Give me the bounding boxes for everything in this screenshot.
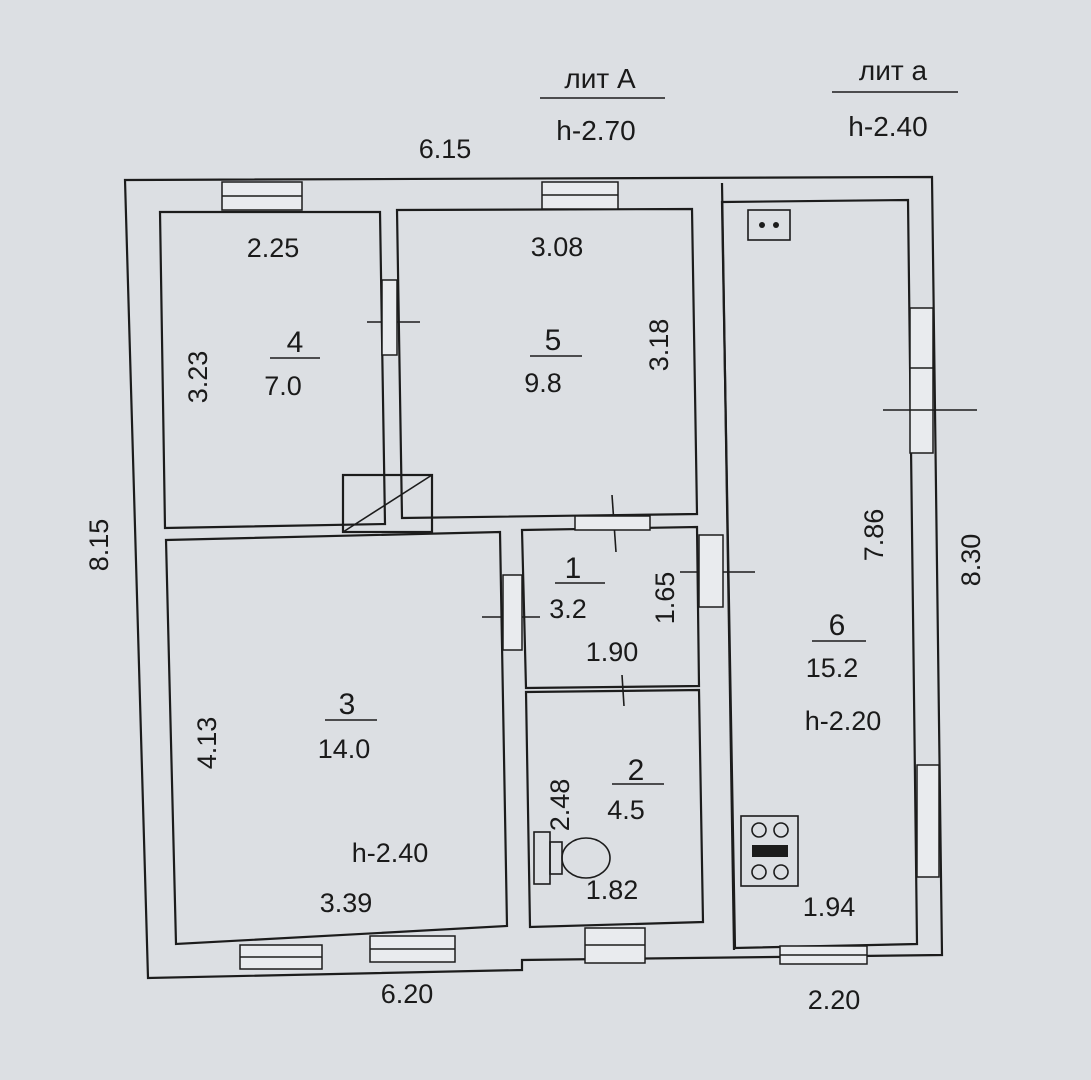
outer-wall <box>123 175 944 980</box>
room-5: 5 9.8 3.08 3.18 <box>524 232 674 398</box>
room-area: 14.0 <box>318 734 371 764</box>
window-room-6-top <box>909 307 934 454</box>
room-width: 3.39 <box>320 888 373 918</box>
chimney-diagonal <box>342 474 433 533</box>
room-6-outline <box>720 198 919 950</box>
room-length: 1.65 <box>650 572 680 625</box>
room-width: 1.90 <box>586 637 639 667</box>
room-2-outline <box>524 688 705 929</box>
left-dimension: 8.15 <box>84 519 114 572</box>
room-area: 15.2 <box>806 653 859 683</box>
room-number: 2 <box>628 754 645 787</box>
room-area: 4.5 <box>607 795 645 825</box>
room-4-outline <box>158 210 387 530</box>
room-number: 6 <box>829 609 846 642</box>
room-number: 3 <box>339 688 356 721</box>
right-dimension: 8.30 <box>956 534 986 587</box>
room-width: 1.82 <box>586 875 639 905</box>
room-width: 2.25 <box>247 233 300 263</box>
room-length: 2.48 <box>545 779 575 832</box>
room-number: 1 <box>565 552 582 585</box>
room-length: 4.13 <box>192 717 222 770</box>
room-width: 1.94 <box>803 892 856 922</box>
room-height: h-2.20 <box>805 706 882 736</box>
toilet-icon <box>533 831 611 885</box>
outer-dimensions: 6.15 8.15 8.30 6.20 2.20 <box>84 134 986 1015</box>
room-length: 3.23 <box>183 351 213 404</box>
windows <box>221 181 940 970</box>
room-width: 3.08 <box>531 232 584 262</box>
lit-a-ext-label: лит а <box>859 55 928 86</box>
room-2: 2 4.5 1.82 2.48 <box>533 754 664 905</box>
bottom-left-dimension: 6.20 <box>381 979 434 1009</box>
lit-a-ext-height: h-2.40 <box>848 111 927 142</box>
lit-a-main-height: h-2.70 <box>556 115 635 146</box>
stove-icon <box>740 815 799 887</box>
doors <box>367 279 977 707</box>
room-area: 3.2 <box>549 594 587 624</box>
room-length: 3.18 <box>644 319 674 372</box>
chimney-box <box>341 473 434 534</box>
lit-a-main-label: лит А <box>564 63 636 94</box>
room-3-outline <box>164 530 509 946</box>
door-room-1-2 <box>621 674 625 707</box>
room-3: 3 14.0 3.39 4.13 h-2.40 <box>192 688 428 918</box>
socket-icon <box>747 209 791 241</box>
room-area: 7.0 <box>264 371 302 401</box>
room-number: 5 <box>545 324 562 357</box>
room-length: 7.86 <box>859 509 889 562</box>
room-height: h-2.40 <box>352 838 429 868</box>
room-4: 4 7.0 2.25 3.23 <box>183 233 320 403</box>
bottom-right-dimension: 2.20 <box>808 985 861 1015</box>
room-6: 6 15.2 h-2.20 1.94 7.86 <box>740 209 889 922</box>
room-area: 9.8 <box>524 368 562 398</box>
room-number: 4 <box>287 326 304 359</box>
header-labels: лит А h-2.70 лит а h-2.40 <box>540 55 958 146</box>
top-dimension: 6.15 <box>419 134 472 164</box>
room-1: 1 3.2 1.90 1.65 <box>549 552 680 667</box>
window-room-6-bottom <box>916 764 940 878</box>
